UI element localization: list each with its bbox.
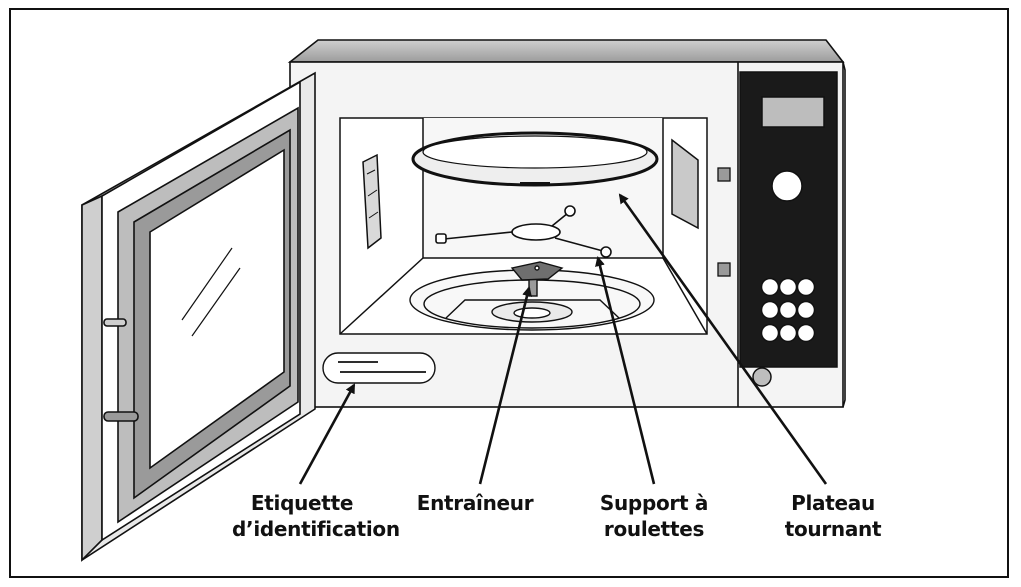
arrow-coupler xyxy=(478,286,532,485)
label-roller-support-line2: roulettes xyxy=(603,517,705,541)
label-identification: Etiquette d’identification xyxy=(232,490,400,542)
arrow-id-label xyxy=(298,383,356,485)
label-identification-line1: Etiquette xyxy=(250,491,354,515)
latch-slots xyxy=(717,167,731,277)
label-coupler: Entraîneur xyxy=(409,490,541,516)
label-identification-line2: d’identification xyxy=(232,517,400,541)
identification-plate xyxy=(322,352,436,384)
roller-support xyxy=(435,205,612,258)
label-turntable-line1: Plateau xyxy=(791,491,875,515)
arrow-turntable xyxy=(618,193,828,485)
label-roller-support: Support à roulettes xyxy=(594,490,714,542)
control-panel xyxy=(739,71,838,387)
label-turntable: Plateau tournant xyxy=(779,490,887,542)
label-turntable-line2: tournant xyxy=(784,517,882,541)
cavity-floor xyxy=(409,269,655,331)
turntable-plate xyxy=(411,131,659,187)
microwave-door xyxy=(81,71,316,562)
label-roller-support-line1: Support à xyxy=(599,491,709,515)
leader-arrows xyxy=(298,193,828,485)
label-coupler-line1: Entraîneur xyxy=(416,491,534,515)
arrow-roller-support xyxy=(595,256,656,485)
